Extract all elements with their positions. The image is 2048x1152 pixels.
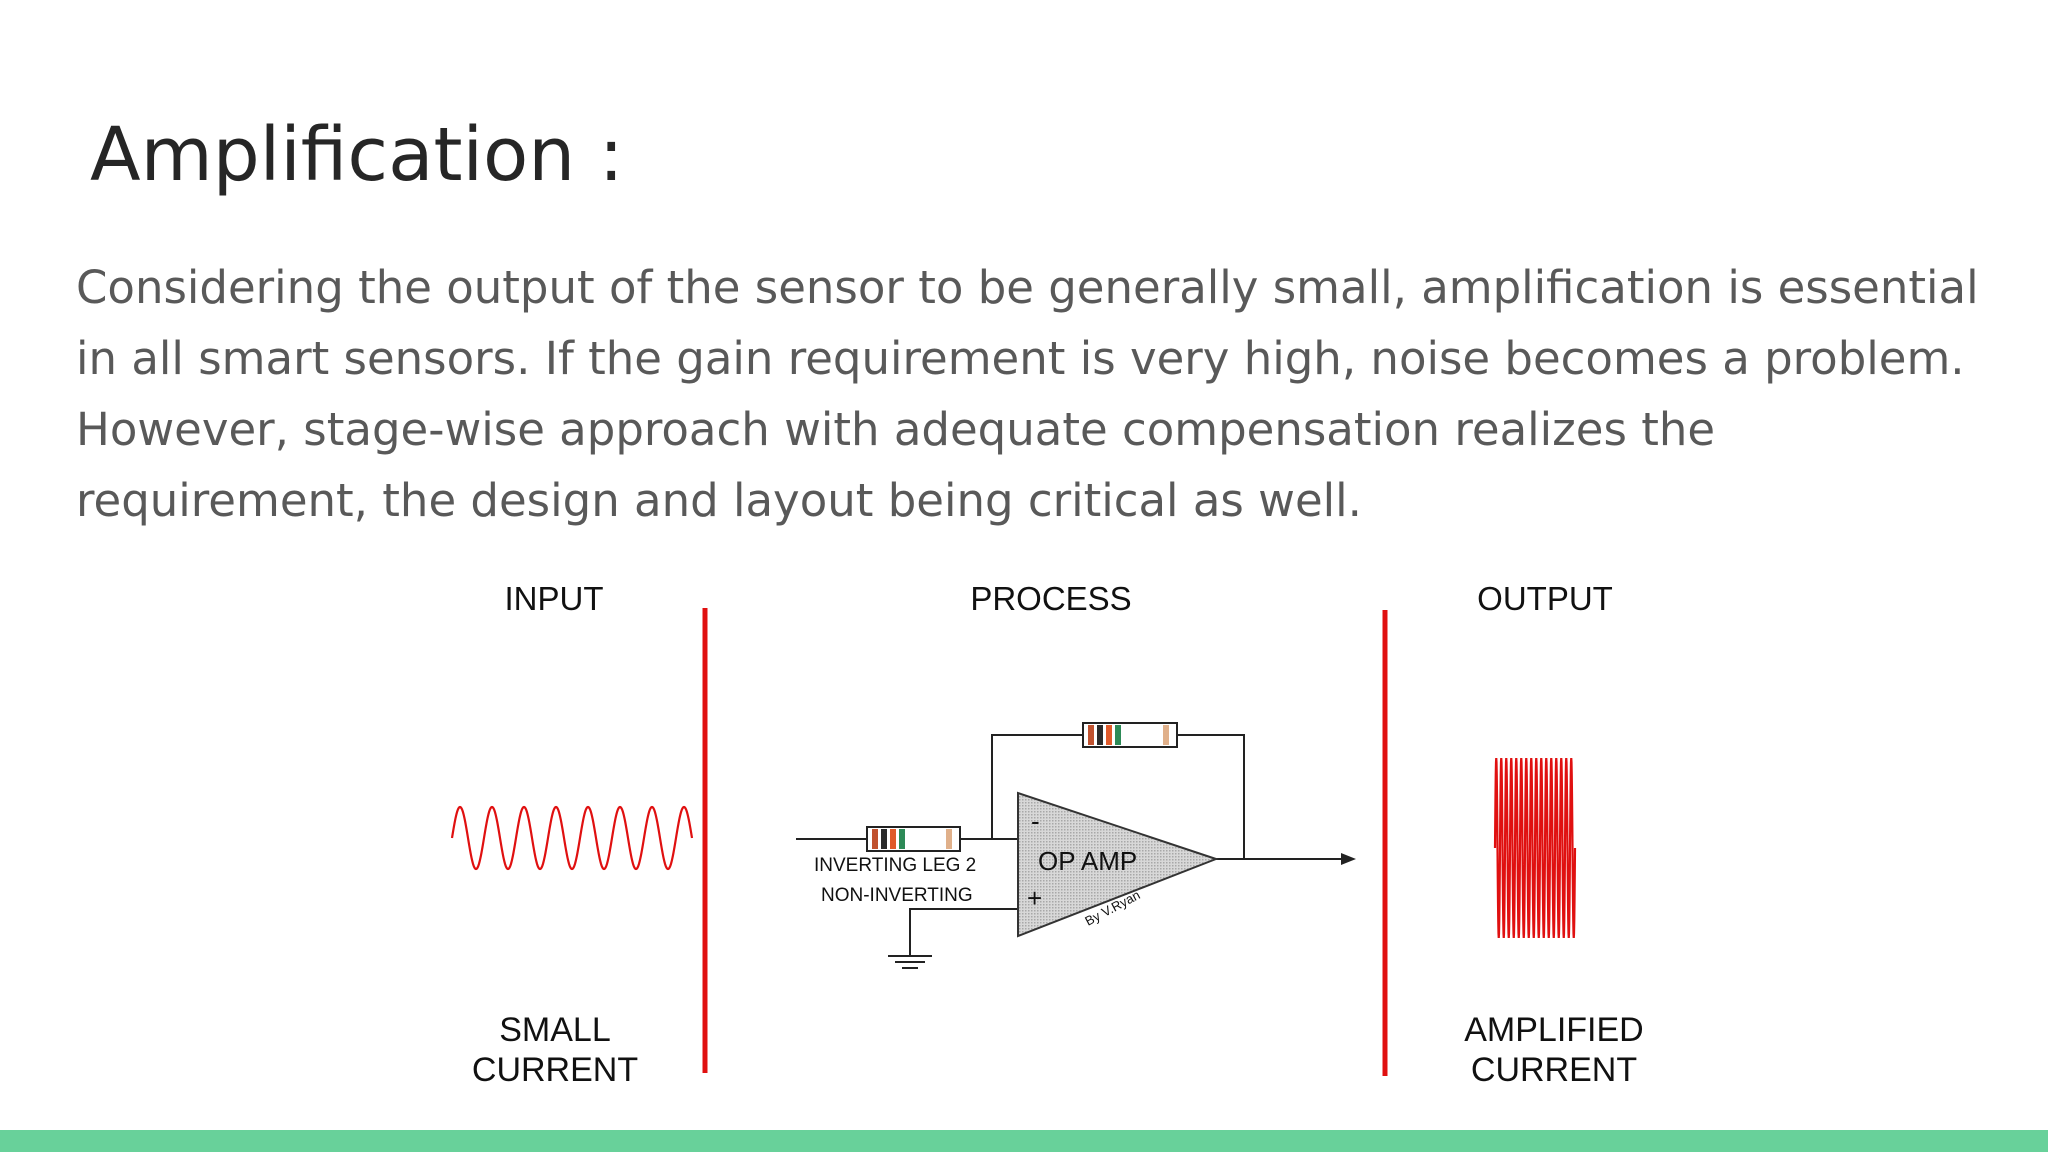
body-line: in all smart sensors. If the gain requir… bbox=[76, 332, 1965, 385]
op-amp-triangle bbox=[1017, 791, 1219, 938]
amplification-diagram: INPUT PROCESS OUTPUT SMALL CURRENT AMPLI… bbox=[440, 568, 1720, 1118]
output-caption-line1: AMPLIFIED bbox=[1464, 1011, 1643, 1049]
op-amp-label: OP AMP bbox=[1038, 846, 1137, 876]
output-heading: OUTPUT bbox=[1477, 580, 1613, 617]
small-current-waveform bbox=[450, 805, 694, 871]
body-line: However, stage-wise approach with adequa… bbox=[76, 403, 1716, 456]
non-inverting-label: NON-INVERTING bbox=[821, 885, 973, 906]
amplification-diagram-svg: INPUT PROCESS OUTPUT SMALL CURRENT AMPLI… bbox=[450, 580, 1644, 1089]
input-caption-line2: CURRENT bbox=[472, 1051, 638, 1089]
circuit-wires bbox=[796, 734, 1353, 956]
output-arrow-icon bbox=[1341, 853, 1356, 865]
feedback-resistor bbox=[1082, 722, 1178, 748]
body-line: requirement, the design and layout being… bbox=[76, 474, 1362, 527]
body-line: Considering the output of the sensor to … bbox=[76, 261, 1979, 314]
ground-icon bbox=[888, 955, 932, 969]
input-heading: INPUT bbox=[505, 580, 604, 617]
minus-sign: - bbox=[1031, 806, 1040, 836]
slide-title: Amplification : bbox=[90, 112, 624, 198]
footer-bar bbox=[0, 1130, 2048, 1152]
plus-sign: + bbox=[1027, 883, 1042, 913]
output-caption-line2: CURRENT bbox=[1471, 1051, 1637, 1089]
amplified-current-waveform bbox=[1493, 757, 1577, 939]
process-heading: PROCESS bbox=[970, 580, 1131, 617]
slide-body-text: Considering the output of the sensor to … bbox=[76, 252, 1996, 536]
inverting-leg-label: INVERTING LEG 2 bbox=[814, 855, 976, 876]
input-resistor bbox=[866, 826, 961, 852]
input-caption-line1: SMALL bbox=[499, 1011, 611, 1049]
